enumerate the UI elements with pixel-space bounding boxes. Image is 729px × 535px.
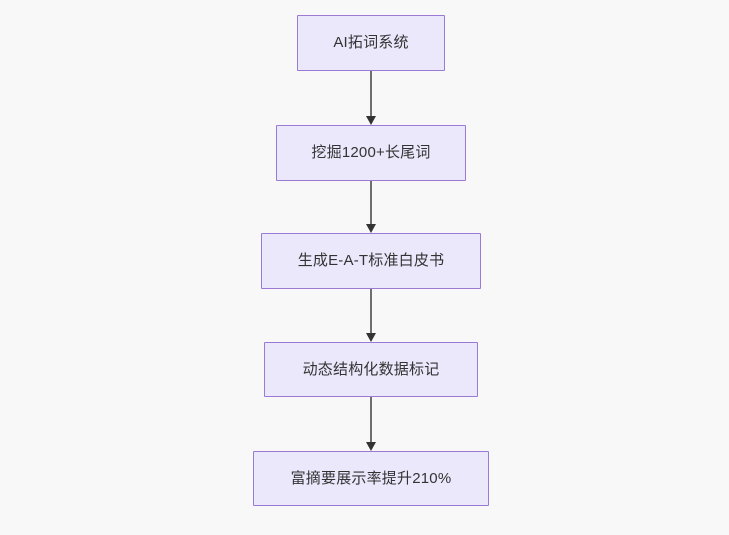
flow-node-ai-keyword-system[interactable]: AI拓词系统 [297,15,445,71]
flow-connector-1 [364,71,378,125]
flow-node-dynamic-structured-data-markup[interactable]: 动态结构化数据标记 [264,342,478,397]
flow-connector-3 [364,289,378,342]
connector-line [370,71,372,116]
down-arrow-icon [366,442,376,451]
flow-node-label: 富摘要展示率提升210% [290,469,452,487]
flow-node-label: 生成E-A-T标准白皮书 [297,252,445,269]
connector-line [370,181,372,224]
connector-line [370,397,372,442]
flow-node-mine-long-tail-keywords[interactable]: 挖掘1200+长尾词 [276,125,466,181]
down-arrow-icon [366,333,376,342]
flow-node-label: AI拓词系统 [333,34,409,51]
flow-node-label: 动态结构化数据标记 [302,360,440,378]
flow-node-generate-eat-whitepaper[interactable]: 生成E-A-T标准白皮书 [261,233,481,289]
flow-connector-4 [364,397,378,451]
flow-connector-2 [364,181,378,233]
down-arrow-icon [366,116,376,125]
down-arrow-icon [366,224,376,233]
flow-node-label: 挖掘1200+长尾词 [311,144,431,161]
flow-node-rich-snippet-impression-uplift[interactable]: 富摘要展示率提升210% [253,451,489,506]
connector-line [370,289,372,333]
